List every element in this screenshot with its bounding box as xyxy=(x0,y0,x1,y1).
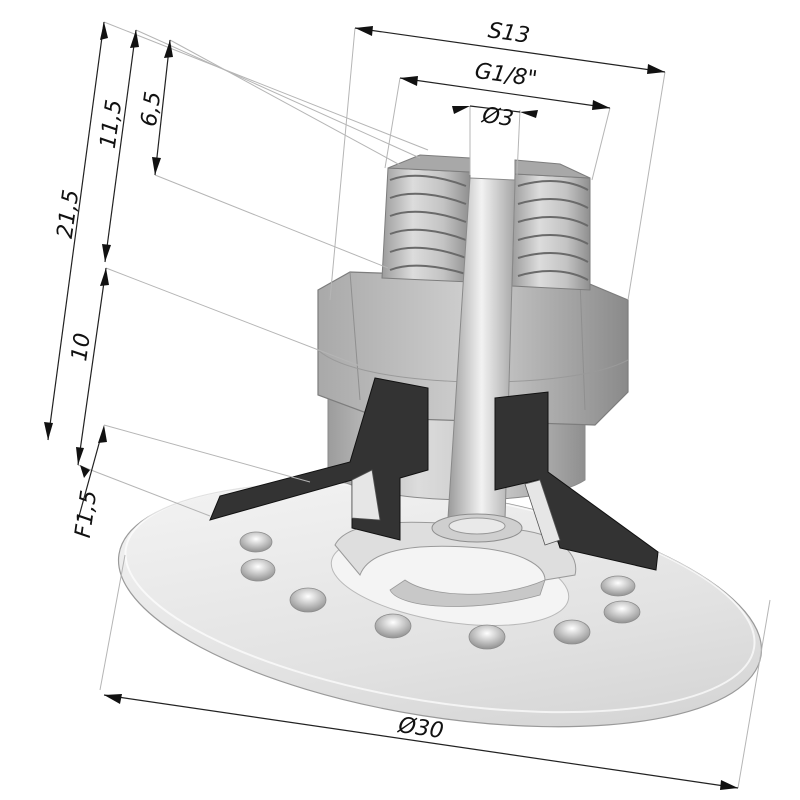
extension-lines xyxy=(77,21,771,789)
vent-holes xyxy=(239,531,641,650)
dimension-arrows xyxy=(44,22,738,790)
label-s13: S13 xyxy=(486,18,531,49)
dimension-lines xyxy=(47,21,739,789)
label-height-total: 21,5 xyxy=(53,188,85,240)
label-height-10: 10 xyxy=(67,331,96,362)
label-lip: F1,5 xyxy=(71,489,102,540)
threaded-stem xyxy=(381,154,591,291)
label-height-65: 6,5 xyxy=(137,90,167,128)
label-thread: G1/8" xyxy=(473,59,538,92)
label-bore: Ø3 xyxy=(480,103,515,132)
section-inner xyxy=(351,469,561,546)
label-height-115: 11,5 xyxy=(96,98,128,150)
